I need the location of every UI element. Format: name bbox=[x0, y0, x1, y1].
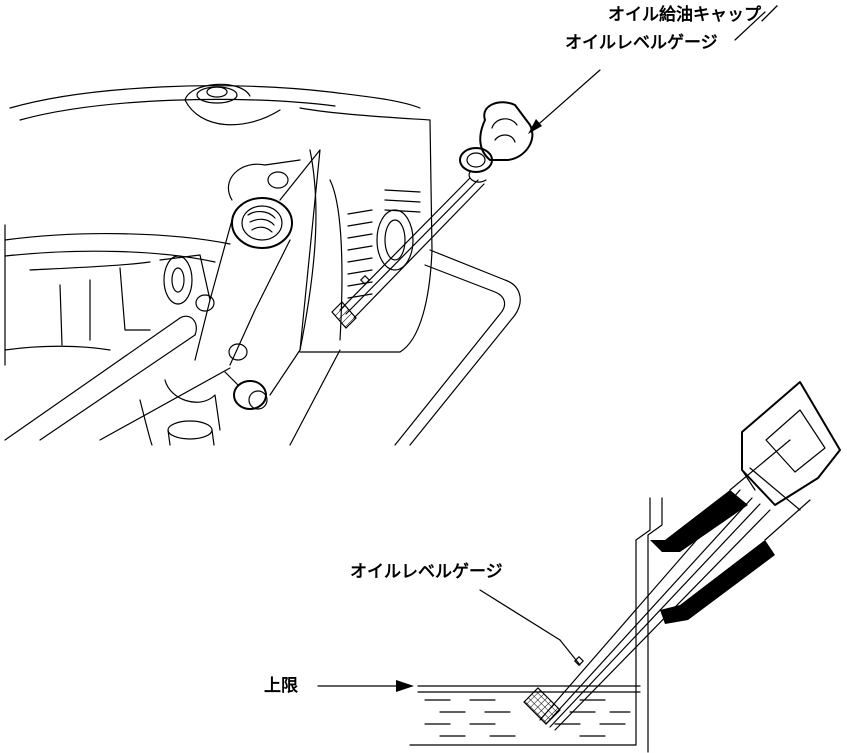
callout-oil-filler-cap-line2: オイルレベルゲージ bbox=[565, 33, 718, 53]
lower-leaders bbox=[317, 589, 581, 692]
upper-leader bbox=[528, 11, 766, 134]
callout-oil-filler-cap-line1: オイル給油キャップ／ bbox=[608, 5, 778, 25]
oil-reservoir-section bbox=[409, 497, 663, 753]
engine-body bbox=[4, 83, 521, 446]
callout-oil-level-gauge: オイルレベルゲージ bbox=[350, 562, 503, 582]
filler-neck-section bbox=[523, 381, 841, 731]
oil-filler-cap-dipstick bbox=[331, 101, 534, 329]
callout-upper-limit: 上限 bbox=[264, 676, 298, 696]
